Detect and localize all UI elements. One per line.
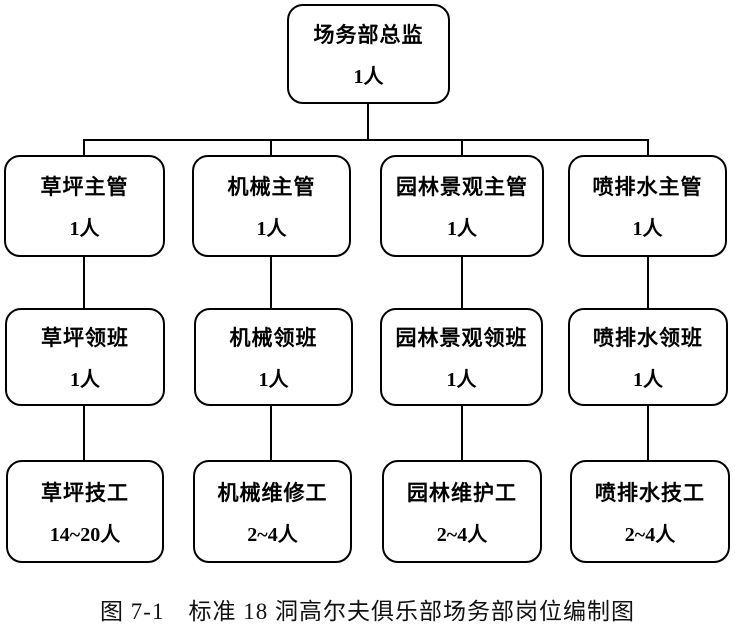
org-node-irrigation-supervisor: 喷排水主管 1人 [568,155,727,257]
node-title: 喷排水主管 [592,175,703,199]
connector-drop-col4 [647,139,649,157]
node-title: 机械维修工 [217,480,328,505]
org-node-machinery-foreman: 机械领班 1人 [194,308,353,406]
node-title: 喷排水技工 [595,480,705,505]
connector-drop-col1 [83,139,85,157]
org-node-landscape-maintenance-worker: 园林维护工 2~4人 [382,460,542,563]
node-count: 1人 [633,369,663,391]
node-title: 喷排水领班 [593,326,703,350]
node-title: 机械主管 [227,175,316,199]
org-node-lawn-foreman: 草坪领班 1人 [5,308,165,406]
org-node-machinery-repair-worker: 机械维修工 2~4人 [193,460,352,563]
org-node-director: 场务部总监 1人 [287,4,450,104]
org-node-irrigation-foreman: 喷排水领班 1人 [568,308,728,406]
org-node-lawn-supervisor: 草坪主管 1人 [4,155,165,257]
node-count: 1人 [258,369,289,391]
connector-foreman-technician-col2 [270,404,272,462]
node-count: 2~4人 [436,523,488,546]
node-title: 场务部总监 [313,23,424,47]
connector-supervisor-foreman-col1 [83,255,85,310]
node-count: 1人 [447,218,477,240]
node-title: 园林景观主管 [396,175,528,199]
node-count: 1人 [446,369,477,391]
connector-root-vertical [367,103,369,141]
node-count: 1人 [70,369,100,391]
node-count: 1人 [69,218,100,240]
connector-supervisor-foreman-col3 [461,255,463,310]
node-count: 1人 [353,66,384,88]
connector-horizontal-bus [83,139,649,141]
node-title: 草坪领班 [41,326,129,350]
connector-drop-col2 [270,139,272,157]
connector-drop-col3 [461,139,463,157]
node-count: 1人 [256,218,287,240]
connector-supervisor-foreman-col4 [647,255,649,310]
node-title: 园林维护工 [407,480,517,505]
connector-foreman-technician-col1 [83,404,85,462]
node-title: 草坪技工 [41,480,129,505]
node-title: 园林景观领班 [395,326,528,350]
figure-caption: 图 7-1 标准 18 洞高尔夫俱乐部场务部岗位编制图 [100,599,635,624]
node-count: 2~4人 [247,523,298,546]
connector-supervisor-foreman-col2 [270,255,272,310]
org-node-machinery-supervisor: 机械主管 1人 [192,155,351,257]
connector-foreman-technician-col3 [461,404,463,462]
node-title: 机械领班 [229,326,318,350]
org-node-landscape-foreman: 园林景观领班 1人 [380,308,543,406]
connector-foreman-technician-col4 [647,404,649,462]
node-count: 14~20人 [49,523,121,546]
org-node-lawn-technician: 草坪技工 14~20人 [6,460,164,563]
node-count: 2~4人 [624,523,676,546]
node-title: 草坪主管 [40,175,129,199]
org-node-landscape-supervisor: 园林景观主管 1人 [380,155,544,257]
node-count: 1人 [632,218,663,240]
org-node-irrigation-technician: 喷排水技工 2~4人 [570,460,730,563]
